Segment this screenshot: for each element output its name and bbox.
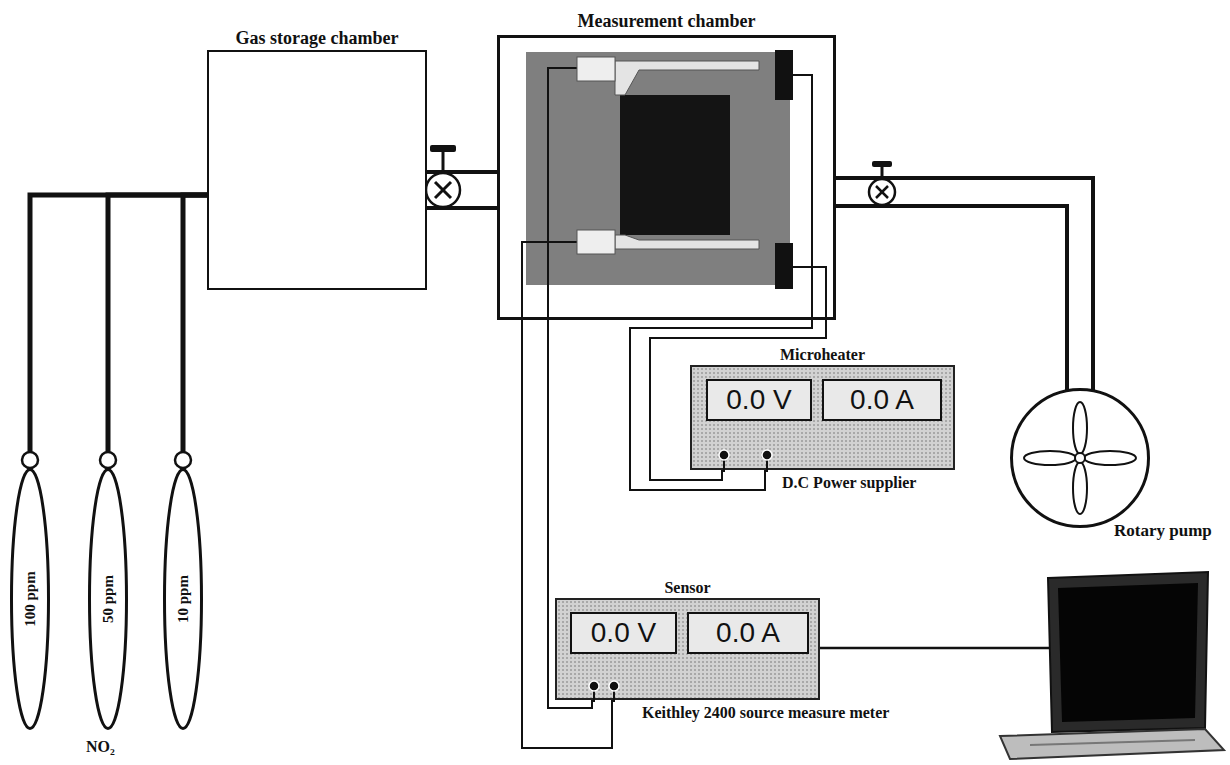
pipe-connector: [427, 172, 497, 208]
display-node: 0.0 A: [822, 379, 942, 421]
bottle-node: 50 ppm: [88, 468, 128, 730]
chamber-illustration: [497, 35, 836, 320]
box-node: Gas storage chamber: [207, 50, 427, 290]
valve-handle: [430, 145, 456, 152]
supply-node: MicroheaterD.C Power supplier0.0 V0.0 A: [690, 365, 955, 470]
readout-value: 0.0 V: [726, 386, 791, 414]
valve-body: [426, 173, 460, 207]
valve-cross: [435, 182, 451, 198]
valve-cross: [876, 186, 888, 198]
pipe-connector: [836, 178, 1093, 391]
data-cable: [820, 647, 1050, 650]
pump-illustration: [1010, 388, 1150, 528]
valve-stem: [442, 151, 445, 173]
sensor-substrate: [526, 52, 790, 285]
device-label: D.C Power supplier: [782, 474, 916, 492]
laptop-screen-bezel: [1048, 572, 1208, 732]
heater-wire: [789, 267, 826, 320]
electrode-trace: [615, 235, 759, 249]
inlet-valve: [426, 145, 460, 207]
sensor-wire: [548, 68, 592, 320]
connector-line: [30, 195, 207, 468]
chamber-node: Measurement chamber: [497, 35, 836, 320]
pump-casing: [1012, 390, 1149, 527]
readout-value: 0.0 A: [850, 386, 914, 414]
device-label: Keithley 2400 source measure meter: [642, 704, 889, 722]
fan-blade: [1073, 462, 1087, 514]
meter-node: SensorKeithley 2400 source measure meter…: [555, 598, 820, 700]
terminal-post: [589, 681, 599, 691]
concentration-label: 100 ppm: [22, 571, 39, 626]
bottle-node: 100 ppm: [10, 468, 50, 730]
pipe-connector: [108, 195, 207, 468]
fan-hub: [1075, 453, 1085, 463]
valve-cross: [876, 186, 888, 198]
concentration-label: 50 ppm: [100, 575, 117, 623]
display-node: 0.0 V: [706, 379, 812, 421]
terminal-post: [762, 450, 772, 460]
fan-blade: [1024, 451, 1076, 465]
connector-line: [108, 195, 207, 468]
bottle-node: 10 ppm: [163, 468, 203, 730]
electrode-pad: [577, 230, 615, 254]
connector-line: [836, 178, 1093, 391]
fan-blade: [1073, 402, 1087, 454]
heading-label: Sensor: [664, 579, 710, 597]
pipe-connector: [30, 195, 207, 468]
valve-body: [869, 179, 895, 205]
gas-bottle: [12, 470, 49, 729]
gas-bottle: [165, 470, 202, 729]
terminal-post: [719, 450, 729, 460]
laptop-base: [1000, 729, 1224, 759]
concentration-label: 10 ppm: [175, 575, 192, 623]
pump-node: Rotary pump: [1010, 388, 1150, 528]
bottle-cap: [175, 452, 191, 468]
gas-bottle: [90, 470, 127, 729]
display-node: 0.0 A: [687, 612, 809, 654]
outlet-valve: [869, 161, 895, 205]
readout-value: 0.0 V: [591, 619, 656, 647]
sensing-film: [620, 95, 730, 235]
bottle-cap: [100, 452, 116, 468]
connector-line: [836, 206, 1067, 391]
electrode-pad: [577, 57, 615, 81]
terminal-post: [609, 681, 619, 691]
heading-label: Gas storage chamber: [236, 29, 399, 49]
heater-pad: [775, 243, 793, 289]
display-node: 0.0 V: [570, 612, 677, 654]
heater-pad: [775, 50, 793, 100]
laptop-keyboard: [1030, 740, 1195, 745]
valve-handle: [872, 161, 892, 167]
device-label: Rotary pump: [1114, 522, 1212, 541]
valve-stem: [881, 166, 884, 179]
gas-label: NO₂: [86, 738, 115, 756]
heading-label: Measurement chamber: [577, 12, 755, 32]
electrode-trace: [615, 61, 759, 95]
laptop-screen: [1058, 583, 1198, 722]
connector-line: [183, 195, 207, 468]
fan-blade: [1084, 451, 1136, 465]
bottle-cap: [22, 452, 38, 468]
readout-value: 0.0 A: [716, 619, 780, 647]
heading-label: Microheater: [780, 346, 865, 364]
pipe-connector: [183, 195, 207, 468]
valve-cross: [435, 182, 451, 198]
